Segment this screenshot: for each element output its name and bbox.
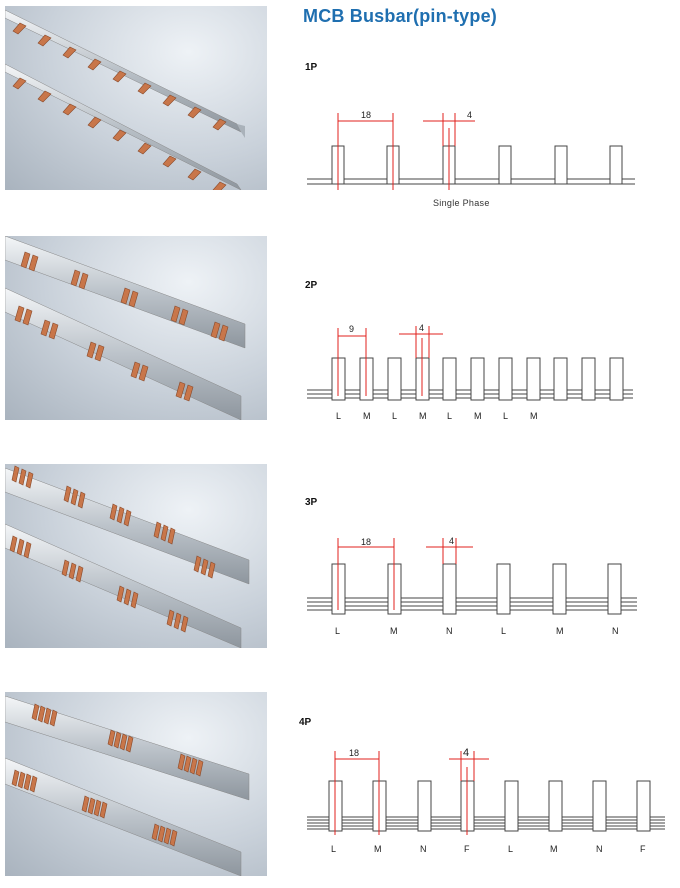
diagram-4p: 18 4 L M N F L M N F [295, 745, 675, 860]
phase-label: L [503, 411, 508, 421]
phase-label: M [530, 411, 538, 421]
section-label-4p: 4P [299, 717, 312, 728]
dim-pin-width: 4 [467, 110, 472, 120]
dimension-lines [334, 751, 489, 835]
phase-label: L [331, 844, 336, 854]
busbar-base [307, 816, 665, 830]
dim-pitch: 18 [361, 110, 371, 120]
phase-label: M [556, 626, 564, 636]
dim-pin-width: 4 [449, 536, 454, 546]
phase-label: M [419, 411, 427, 421]
busbar-rod-lower [5, 63, 242, 190]
phase-label: L [335, 626, 340, 636]
phase-label: F [640, 844, 646, 854]
dimension-lines [337, 538, 473, 610]
dimension-lines [337, 326, 443, 396]
phase-labels: L M L M L M L M [336, 411, 538, 421]
busbar-rod-upper [5, 9, 245, 138]
phase-label: N [596, 844, 603, 854]
dim-pin-width: 4 [419, 323, 424, 333]
phase-label: F [464, 844, 470, 854]
phase-label: L [447, 411, 452, 421]
phase-label: N [612, 626, 619, 636]
busbar-photo-1p [5, 6, 267, 190]
section-label-2p: 2P [305, 280, 318, 291]
caption-single-phase: Single Phase [433, 198, 490, 208]
phase-label: N [420, 844, 427, 854]
dim-pitch: 9 [349, 324, 354, 334]
phase-label: M [390, 626, 398, 636]
dimension-lines [337, 113, 475, 190]
phase-label: L [392, 411, 397, 421]
busbar-base [307, 178, 635, 185]
phase-label: M [550, 844, 558, 854]
phase-label: M [363, 411, 371, 421]
dim-pitch: 18 [361, 537, 371, 547]
page-title: MCB Busbar(pin-type) [303, 6, 497, 26]
dim-pitch: 18 [349, 748, 359, 758]
busbar-photo-4p [5, 692, 267, 876]
phase-labels: L M N L M N [335, 626, 619, 636]
phase-label: M [474, 411, 482, 421]
phase-label: L [508, 844, 513, 854]
section-label-3p: 3P [305, 497, 318, 508]
phase-label: N [446, 626, 453, 636]
dim-pin-width: 4 [463, 747, 469, 759]
busbar-photo-3p [5, 464, 267, 648]
pins [331, 145, 623, 185]
busbar-base [307, 597, 637, 611]
section-label-1p: 1P [305, 62, 318, 73]
phase-label: L [501, 626, 506, 636]
diagram-2p: 9 4 L M L M L M L M [295, 318, 675, 428]
busbar-photo-2p [5, 236, 267, 420]
phase-label: M [374, 844, 382, 854]
diagram-3p: 18 4 L M N L M N [295, 532, 675, 642]
phase-label: L [336, 411, 341, 421]
diagram-1p: 18 4 Single Phase [295, 100, 675, 215]
phase-labels: L M N F L M N F [331, 844, 646, 854]
